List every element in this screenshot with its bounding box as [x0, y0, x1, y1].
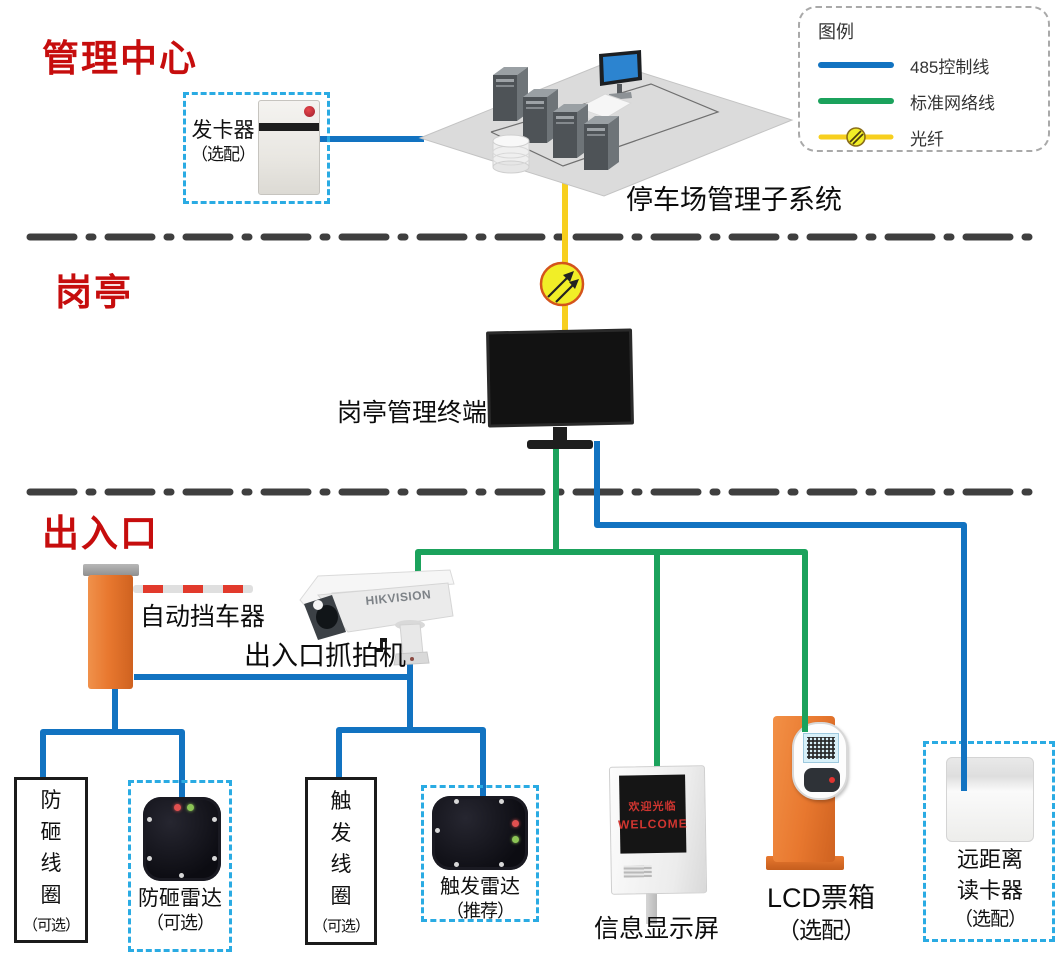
- trigger-radar-device: [432, 796, 528, 870]
- server-towers: [493, 67, 619, 170]
- radar-led-red: [512, 820, 519, 827]
- anti-smash-radar-label: 防砸雷达 （可选）: [138, 887, 222, 934]
- legend-label-rs485: 485控制线: [910, 57, 990, 77]
- monitor-base: [527, 440, 593, 449]
- anti-smash-loop-note: （可选）: [22, 917, 80, 934]
- trigger-radar-bracket: 触发雷达 （推荐）: [421, 785, 539, 922]
- network-camera-to-lcd: [415, 549, 808, 732]
- legend-label-fiber: 光纤: [910, 129, 944, 149]
- display-pole: [646, 890, 657, 924]
- zone-title-entrance-exit: 出入口: [42, 513, 159, 554]
- lcd-box-label: LCD票箱 （选配）: [766, 883, 875, 943]
- fiber-line-swatch: [818, 127, 894, 147]
- display-speaker-grille: [623, 865, 652, 878]
- card-dispenser-label: 发卡器 （选配）: [191, 119, 256, 165]
- network-line-swatch: [818, 98, 894, 104]
- trigger-radar-label: 触发雷达 （推荐）: [440, 876, 520, 921]
- legend-row-network: 标准网络线: [818, 86, 1034, 116]
- display-screen: 欢迎光临 WELCOME: [618, 774, 688, 854]
- legend-label-network: 标准网络线: [910, 93, 995, 113]
- card-dispenser-bracket: [183, 92, 330, 204]
- camera-brand-text: HIKVISION: [365, 587, 432, 608]
- barrier-gate-cabinet: [88, 575, 133, 689]
- monitor-screen: [486, 328, 634, 428]
- anti-smash-loop-text: 防 砸 线 圈: [40, 789, 62, 907]
- legend-row-rs485: 485控制线: [818, 50, 1034, 80]
- zone-title-guard-booth: 岗亭: [55, 272, 133, 313]
- barrier-cap: [83, 564, 139, 576]
- brand-logo-icon: [304, 106, 315, 117]
- anti-smash-loop-box: 防 砸 线 圈 （可选）: [14, 777, 88, 943]
- card-dispenser-device: [258, 100, 320, 195]
- booth-terminal-monitor: [486, 328, 635, 452]
- rs485-antismash-tee: [40, 729, 185, 799]
- lcd-button-panel: [804, 768, 840, 792]
- zone-title-management-center: 管理中心: [42, 38, 198, 79]
- long-range-reader-label: 远距离 读卡器 （选配）: [953, 847, 1027, 930]
- long-range-reader-bracket: [923, 741, 1055, 942]
- server-cluster: [418, 50, 794, 197]
- camera-mount-hook: [375, 638, 387, 652]
- legend-row-fiber: 光纤: [818, 122, 1034, 152]
- long-range-reader-device: [946, 757, 1034, 842]
- barrier-label: 自动挡车器: [140, 603, 266, 631]
- capture-camera-device: HIKVISION: [299, 569, 455, 666]
- card-slot: [259, 123, 319, 131]
- legend: 图例 485控制线 标准网络线 光纤: [798, 6, 1050, 152]
- rs485-terminal-to-reader: [594, 441, 967, 791]
- rs485-trigger-tee: [336, 727, 486, 797]
- lcd-red-button: [829, 777, 835, 783]
- capture-camera-label: 出入口抓拍机: [244, 641, 406, 671]
- parking-subsystem-label: 停车场管理子系统: [626, 185, 842, 215]
- fiber-node-icon: [539, 261, 585, 307]
- info-display-label: 信息显示屏: [594, 915, 720, 943]
- info-display-device: 欢迎光临 WELCOME: [608, 765, 708, 895]
- radar-led-green: [187, 804, 194, 811]
- trigger-loop-text: 触 发 线 圈: [330, 790, 352, 908]
- radar-led-red: [174, 804, 181, 811]
- anti-smash-radar-device: [143, 797, 221, 881]
- rs485-line-swatch: [818, 62, 894, 68]
- lcd-box-head: [792, 722, 848, 800]
- trigger-loop-note: （可选）: [312, 918, 370, 935]
- database-icon: [492, 134, 530, 174]
- trigger-loop-box: 触 发 线 圈 （可选）: [305, 777, 377, 945]
- booth-terminal-label: 岗亭管理终端: [337, 399, 488, 427]
- radar-led-green: [512, 836, 519, 843]
- monitor-neck: [553, 427, 567, 441]
- barrier-boom-arm: [133, 585, 253, 593]
- lcd-qr-screen: [803, 733, 839, 763]
- legend-title: 图例: [818, 22, 854, 42]
- cluster-monitor: [599, 50, 642, 100]
- anti-smash-radar-bracket: 防砸雷达 （可选）: [128, 780, 232, 952]
